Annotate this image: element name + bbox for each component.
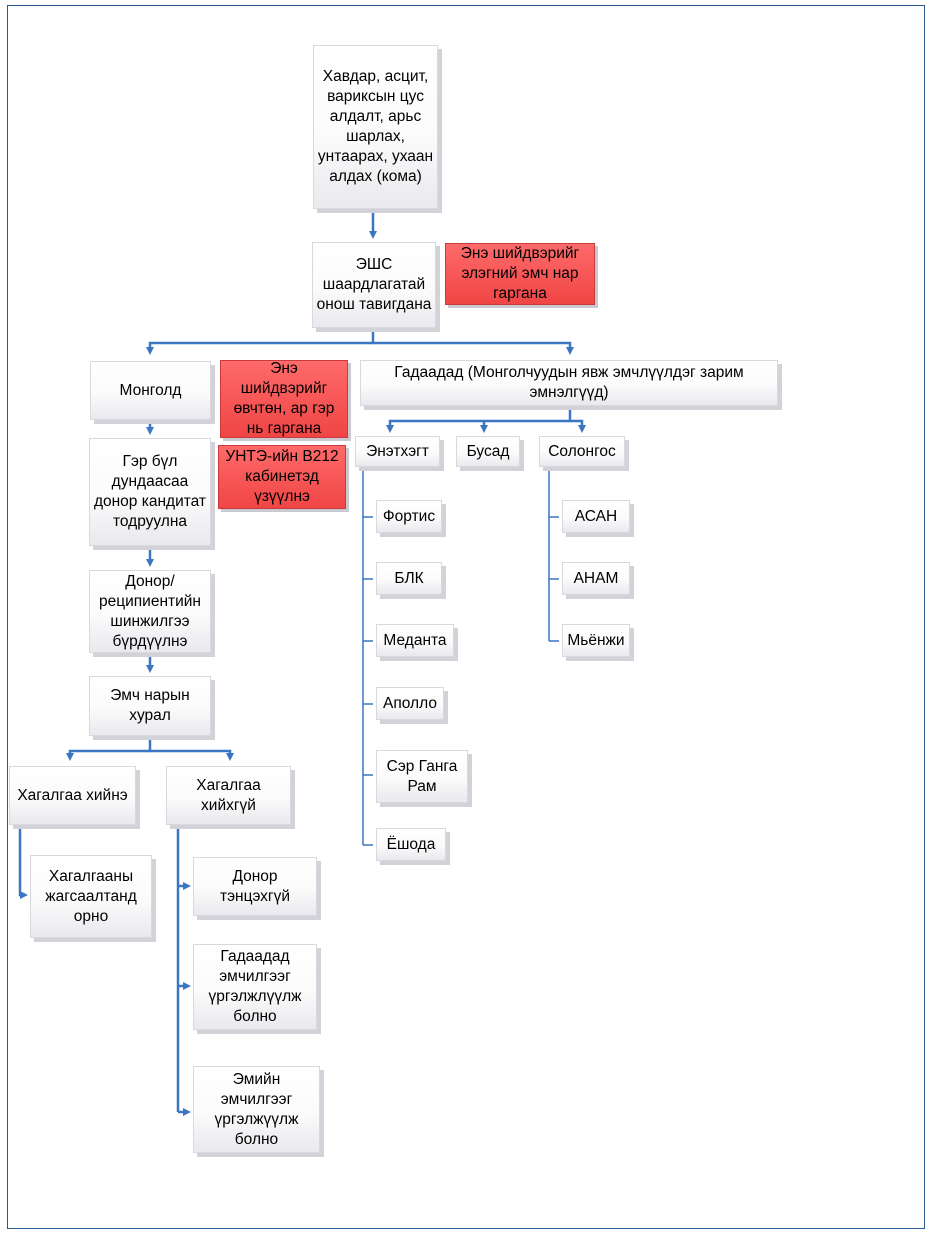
hospital-blk-text: БЛК bbox=[394, 569, 424, 587]
india-text: Энэтхэгт bbox=[366, 442, 429, 460]
symptoms-box: Хавдар, асцит, вариксын цус алдалт, арьс… bbox=[313, 45, 438, 209]
page-frame bbox=[7, 5, 925, 1229]
hospital-myongji-text: Мьёнжи bbox=[567, 631, 625, 649]
hospital-yoshoda-text: Ёшода bbox=[386, 835, 436, 853]
symptoms-text: Хавдар, асцит, вариксын цус алдалт, арьс… bbox=[317, 68, 434, 185]
hospital-medanta-text: Меданта bbox=[383, 631, 447, 649]
korea-box: Солонгос bbox=[539, 436, 625, 467]
transplant-yes-text: Хагалгаа хийнэ bbox=[17, 786, 128, 804]
family-donor-box: Гэр бүл дундаасаа донор кандитат тодруул… bbox=[89, 438, 211, 546]
hospital-sir-ganga-ram-text: Сэр Ганга Рам bbox=[386, 757, 458, 795]
transplant-no-box: Хагалгаа хийхгүй bbox=[166, 766, 291, 825]
hospital-apollo-text: Аполло bbox=[383, 694, 437, 712]
hospital-myongji: Мьёнжи bbox=[562, 624, 630, 657]
note-b212-room: УНТЭ-ийн В212 кабинетэд үзүүлнэ bbox=[218, 445, 346, 509]
mongolia-box: Монголд bbox=[90, 361, 211, 420]
note-family-decides-text: Энэ шийдвэрийг өвчтөн, ар гэр нь гаргана bbox=[233, 360, 335, 437]
abroad-treatment-box: Гадаадад эмчилгээг үргэлжлүүлж болно bbox=[193, 944, 317, 1030]
abroad-text: Гадаадад (Монголчуудын явж эмчлүүлдэг за… bbox=[394, 364, 744, 401]
eshs-diagnosis-text: ЭШС шаардлагатай онош тавигдана bbox=[316, 256, 432, 313]
drug-treatment-text: Эмийн эмчилгээг үргэлжүүлж болно bbox=[214, 1070, 299, 1148]
hospital-asan: АСАН bbox=[562, 500, 630, 533]
other-box: Бусад bbox=[456, 436, 520, 467]
waiting-list-text: Хагалгааны жагсаалтанд орно bbox=[45, 867, 137, 925]
note-doctors-decide-text: Энэ шийдвэрийг элэгний эмч нар гаргана bbox=[460, 245, 580, 302]
transplant-yes-box: Хагалгаа хийнэ bbox=[9, 766, 136, 825]
donor-tests-box: Донор/реципиентийн шинжилгээ бүрдүүлнэ bbox=[89, 570, 211, 653]
transplant-no-text: Хагалгаа хийхгүй bbox=[196, 776, 261, 814]
donor-mismatch-box: Донор тэнцэхгүй bbox=[193, 857, 317, 916]
hospital-fortis: Фортис bbox=[376, 500, 442, 533]
abroad-treatment-text: Гадаадад эмчилгээг үргэлжлүүлж болно bbox=[208, 948, 302, 1025]
council-text: Эмч нарын хурал bbox=[110, 687, 190, 724]
note-b212-room-text: УНТЭ-ийн В212 кабинетэд үзүүлнэ bbox=[225, 448, 339, 505]
other-text: Бусад bbox=[466, 442, 510, 460]
donor-tests-text: Донор/реципиентийн шинжилгээ бүрдүүлнэ bbox=[99, 572, 201, 650]
family-donor-text: Гэр бүл дундаасаа донор кандитат тодруул… bbox=[93, 453, 207, 530]
hospital-asan-text: АСАН bbox=[574, 507, 618, 525]
abroad-box: Гадаадад (Монголчуудын явж эмчлүүлдэг за… bbox=[360, 360, 778, 406]
hospital-apollo: Аполло bbox=[376, 687, 444, 720]
hospital-yoshoda: Ёшода bbox=[376, 828, 446, 861]
hospital-medanta: Меданта bbox=[376, 624, 454, 657]
korea-text: Солонгос bbox=[548, 442, 616, 460]
drug-treatment-box: Эмийн эмчилгээг үргэлжүүлж болно bbox=[193, 1066, 320, 1153]
hospital-sir-ganga-ram: Сэр Ганга Рам bbox=[376, 750, 468, 803]
hospital-anam: АНАМ bbox=[562, 562, 630, 595]
hospital-fortis-text: Фортис bbox=[382, 507, 436, 525]
note-family-decides: Энэ шийдвэрийг өвчтөн, ар гэр нь гаргана bbox=[220, 360, 348, 438]
note-doctors-decide: Энэ шийдвэрийг элэгний эмч нар гаргана bbox=[445, 243, 595, 305]
council-box: Эмч нарын хурал bbox=[89, 676, 211, 736]
eshs-diagnosis-box: ЭШС шаардлагатай онош тавигдана bbox=[312, 242, 436, 328]
mongolia-text: Монголд bbox=[119, 381, 182, 399]
india-box: Энэтхэгт bbox=[355, 436, 440, 467]
waiting-list-box: Хагалгааны жагсаалтанд орно bbox=[30, 855, 152, 938]
hospital-anam-text: АНАМ bbox=[573, 569, 619, 587]
donor-mismatch-text: Донор тэнцэхгүй bbox=[220, 867, 290, 905]
hospital-blk: БЛК bbox=[376, 562, 442, 595]
